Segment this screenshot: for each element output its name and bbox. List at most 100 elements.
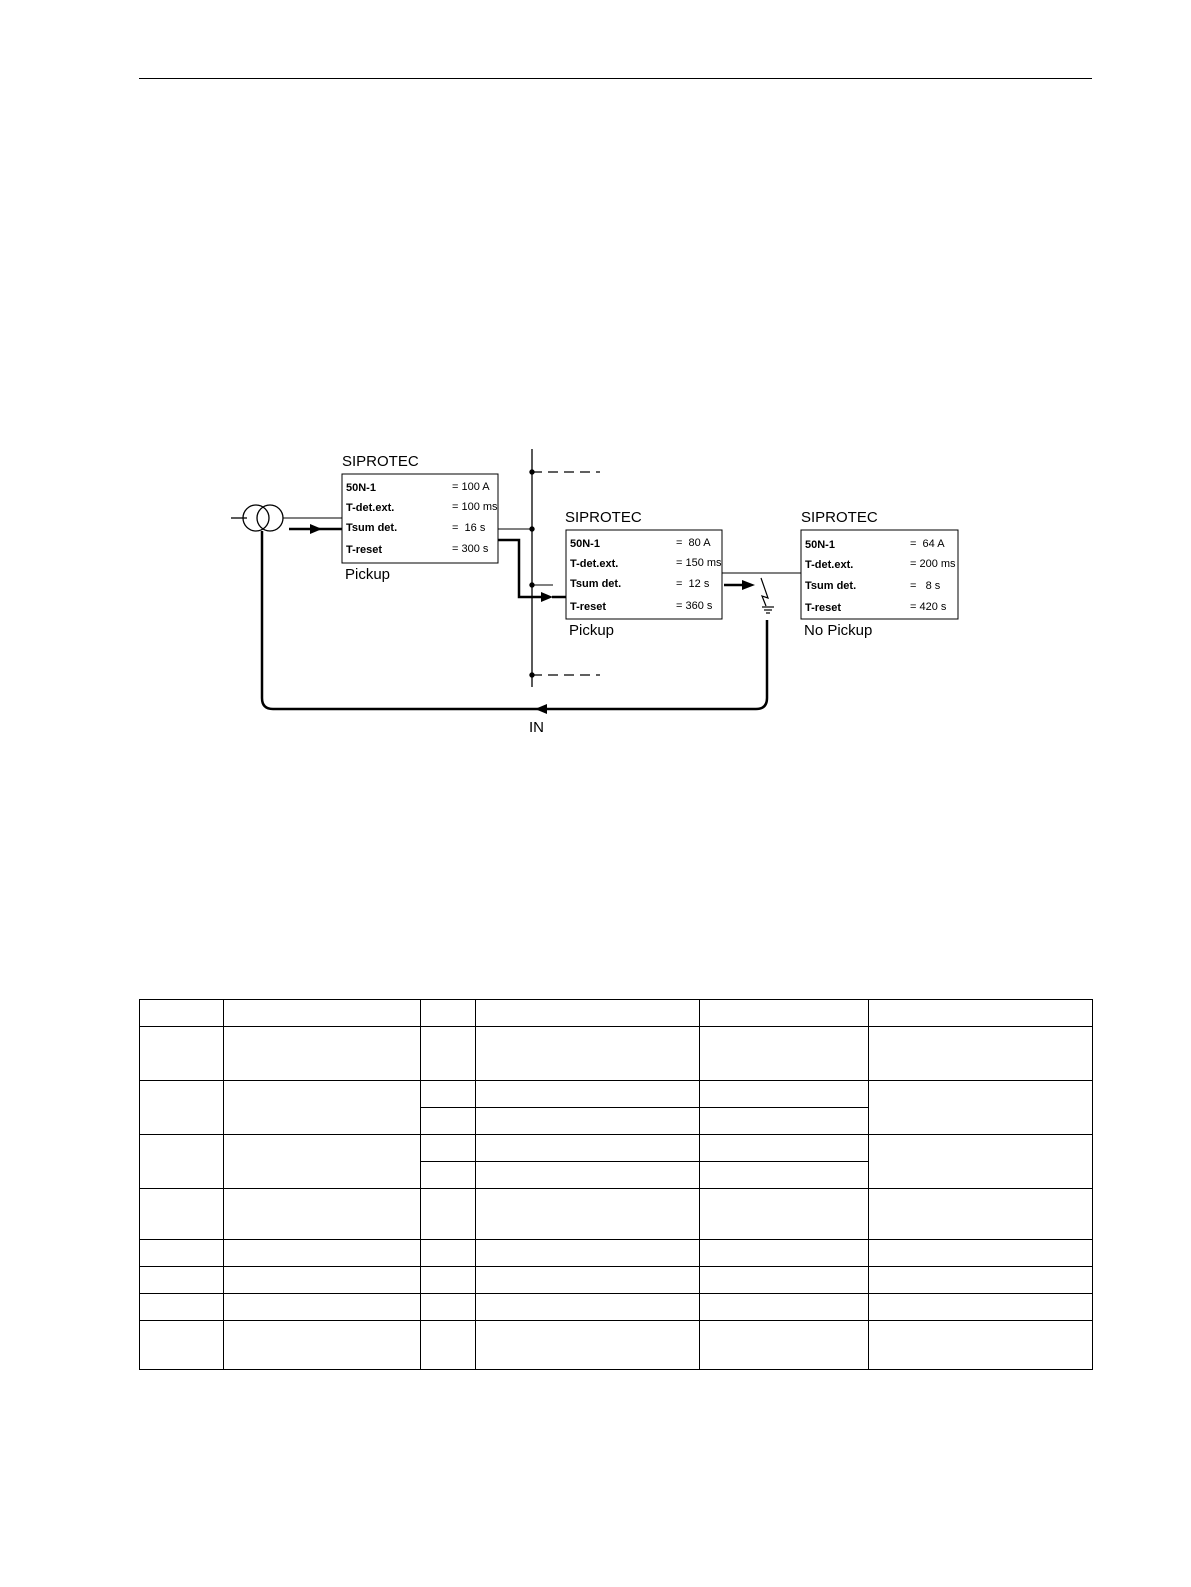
table-cell — [223, 1293, 421, 1321]
header-rule — [139, 78, 1092, 79]
transformer-icon — [231, 504, 284, 532]
earth-fault-icon — [760, 577, 774, 614]
param-name: 50N-1 — [346, 482, 376, 494]
table-cell — [223, 1134, 421, 1189]
table-row — [139, 1320, 1093, 1370]
table-cell — [139, 1266, 224, 1294]
table-cell — [139, 1080, 224, 1135]
table-cell — [699, 1026, 869, 1081]
table-cell — [139, 999, 224, 1027]
table-cell — [139, 1320, 224, 1370]
table-row — [139, 1134, 1093, 1189]
param-name: Tsum det. — [570, 578, 621, 590]
relay-1: SIPROTEC 50N-1 = 100 A T-det.ext. = 100 … — [341, 453, 499, 583]
param-name: T-reset — [570, 601, 606, 613]
table-row — [139, 1266, 1093, 1294]
param-value: = 360 s — [676, 600, 713, 612]
table-cell — [420, 1239, 476, 1267]
param-name: T-det.ext. — [346, 502, 394, 514]
param-name: T-reset — [805, 602, 841, 614]
table-cell — [475, 1026, 700, 1081]
table-cell — [475, 1134, 700, 1162]
relay-settings-box — [565, 529, 723, 620]
table-cell — [699, 1080, 869, 1108]
table-cell — [699, 1161, 869, 1189]
table-cell — [223, 1320, 421, 1370]
param-name: T-det.ext. — [805, 559, 853, 571]
table-cell — [420, 1080, 476, 1108]
param-value: = 100 A — [452, 481, 490, 493]
table-row — [139, 1293, 1093, 1321]
table-cell — [420, 1320, 476, 1370]
table-cell — [420, 1188, 476, 1240]
table-cell — [420, 1161, 476, 1189]
table-cell — [475, 1320, 700, 1370]
table-cell — [223, 1239, 421, 1267]
table-cell — [699, 1266, 869, 1294]
table-cell — [699, 1107, 869, 1135]
table-cell — [139, 1239, 224, 1267]
table-cell — [223, 1266, 421, 1294]
table-cell — [223, 1188, 421, 1240]
relay-status: No Pickup — [804, 622, 872, 639]
table-cell — [420, 999, 476, 1027]
table-cell — [475, 1188, 700, 1240]
table-row — [139, 999, 1093, 1027]
table-cell — [699, 1134, 869, 1162]
table-row — [140, 1161, 1093, 1189]
table-cell — [420, 1266, 476, 1294]
param-name: 50N-1 — [570, 538, 600, 550]
fault-current-arrow — [724, 580, 755, 590]
table-cell — [420, 1107, 476, 1135]
param-value: = 80 A — [676, 537, 711, 549]
relay-status: Pickup — [569, 622, 614, 639]
table-cell — [699, 999, 869, 1027]
table-cell — [139, 1188, 224, 1240]
param-value: = 420 s — [910, 601, 947, 613]
table-cell — [223, 1080, 421, 1135]
table-cell — [139, 1134, 224, 1189]
table-cell — [868, 1293, 1093, 1321]
param-value: = 150 ms — [676, 557, 722, 569]
table-cell — [223, 999, 421, 1027]
fault-current-arrow — [289, 524, 342, 534]
relay-2: SIPROTEC 50N-1 = 80 A T-det.ext. = 150 m… — [565, 509, 723, 639]
param-value: = 16 s — [452, 522, 486, 534]
param-value: = 200 ms — [910, 558, 956, 570]
table-cell — [868, 1239, 1093, 1267]
busbar — [498, 449, 600, 687]
param-name: T-reset — [346, 544, 382, 556]
param-value: = 300 s — [452, 543, 489, 555]
table-cell — [475, 1239, 700, 1267]
table-cell — [420, 1134, 476, 1162]
table-cell — [420, 1293, 476, 1321]
table-cell — [699, 1188, 869, 1240]
param-value: = 8 s — [910, 580, 941, 592]
param-name: T-det.ext. — [570, 558, 618, 570]
relay-device-label: SIPROTEC — [342, 453, 419, 470]
table-cell — [475, 1107, 700, 1135]
param-value: = 100 ms — [452, 501, 498, 513]
param-name: Tsum det. — [805, 580, 856, 592]
table-cell — [868, 1026, 1093, 1081]
table-cell — [868, 999, 1093, 1027]
table-row — [139, 1080, 1093, 1135]
table-row — [139, 1026, 1093, 1081]
param-value: = 64 A — [910, 538, 945, 550]
table-cell — [475, 1266, 700, 1294]
table-cell — [868, 1266, 1093, 1294]
table-cell — [868, 1320, 1093, 1370]
parameter-table — [139, 999, 1093, 1370]
table-cell — [475, 1161, 700, 1189]
table-cell — [420, 1026, 476, 1081]
current-label: IN — [529, 719, 544, 736]
relay-settings-box — [341, 473, 499, 564]
relay-device-label: SIPROTEC — [801, 509, 878, 526]
table-cell — [139, 1293, 224, 1321]
param-name: Tsum det. — [346, 522, 397, 534]
protection-diagram: IN SIPROTEC 50N-1 = 100 A T-det.ext. = 1… — [231, 449, 959, 736]
relay-device-label: SIPROTEC — [565, 509, 642, 526]
table-row — [139, 1239, 1093, 1267]
table-cell — [475, 999, 700, 1027]
relay-settings-box — [800, 529, 959, 620]
